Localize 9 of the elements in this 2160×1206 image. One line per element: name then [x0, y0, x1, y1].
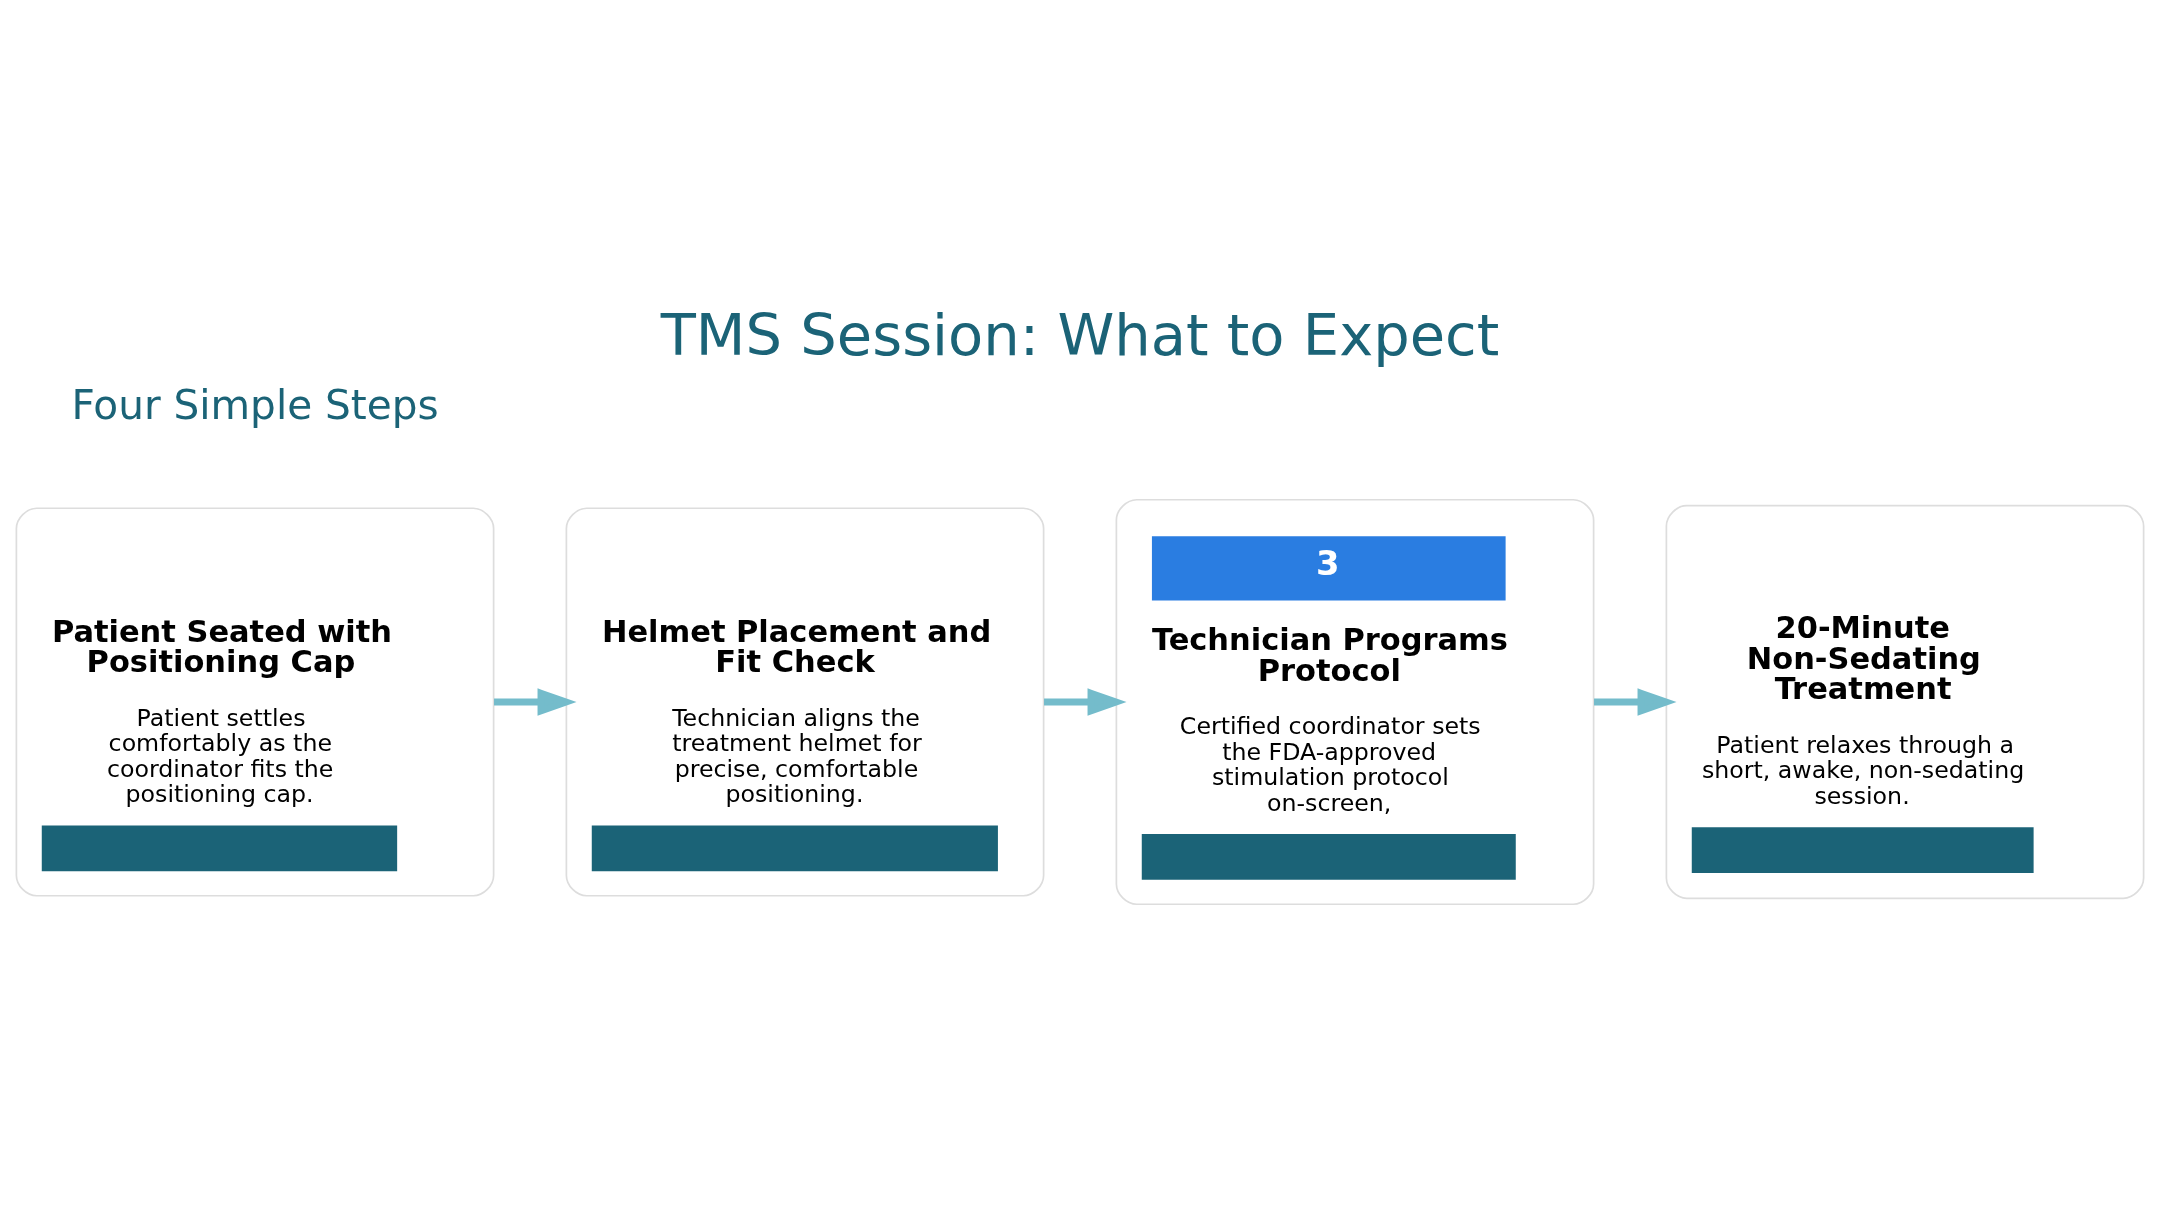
node-box: 20-Minute Non-Sedating Treatment Patient relaxes through a short, awake, non-sedating session. [1665, 504, 2145, 900]
arrow [1594, 688, 1677, 716]
arrow [494, 688, 577, 716]
label: Four Simple Steps [71, 380, 439, 429]
node-box: 3 Technician Programs Protocol Certified coordinator sets the FDA-approved stimulation protocol on-screen, [1115, 498, 1595, 906]
diagram-title: TMS Session: What to Expect [660, 301, 1500, 369]
node-box: Helmet Placement and Fit Check Technician aligns the treatment helmet for precise, comfortable positioning. [565, 507, 1045, 897]
node-box: Patient Seated with Positioning Cap Patient settles comfortably as the coordinator fits the positioning cap. [15, 507, 495, 897]
arrow [1044, 688, 1127, 716]
